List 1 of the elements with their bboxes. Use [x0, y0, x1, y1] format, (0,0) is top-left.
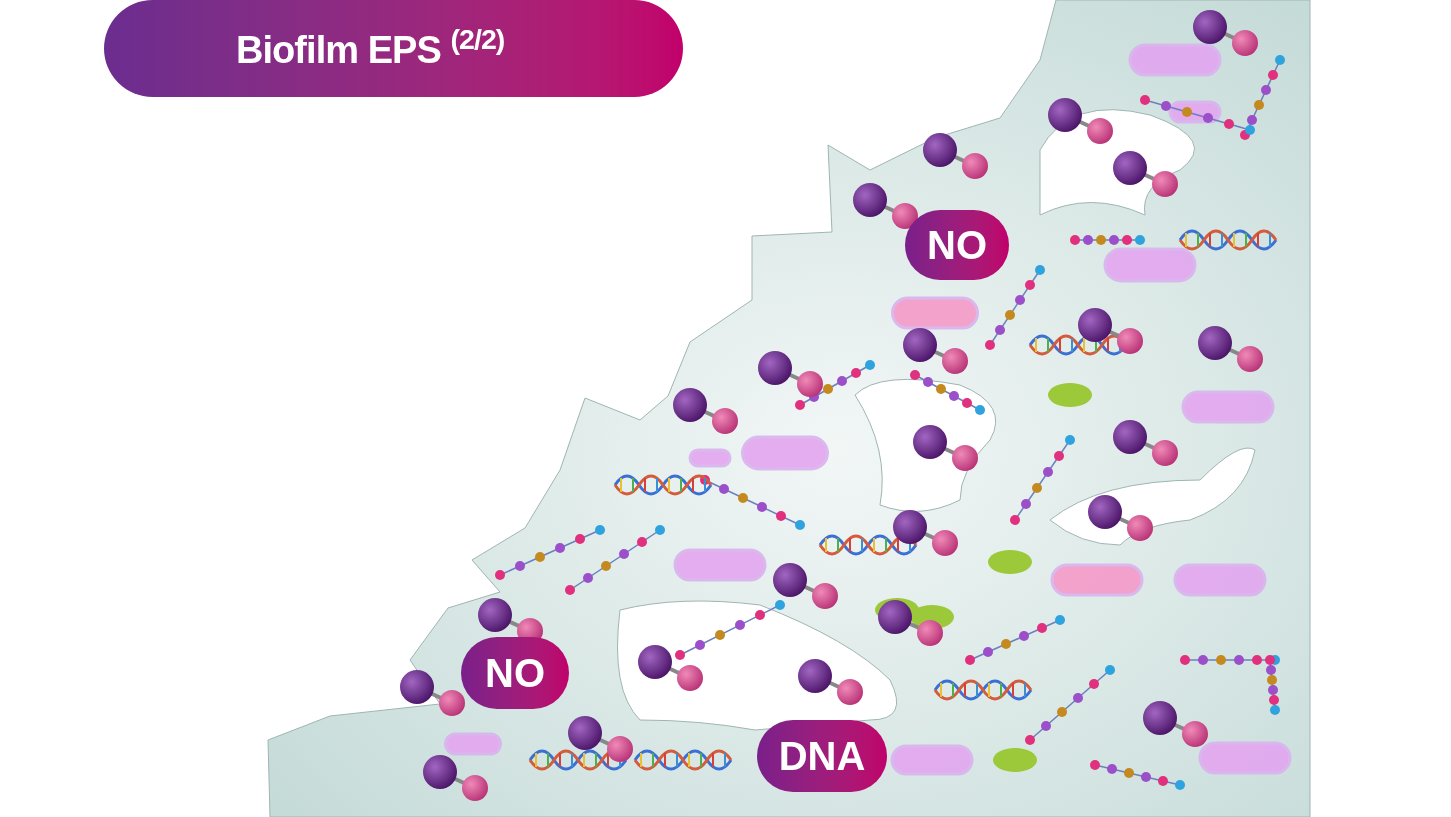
title: Biofilm EPS $^{(2/2)}$ — [236, 22, 505, 73]
